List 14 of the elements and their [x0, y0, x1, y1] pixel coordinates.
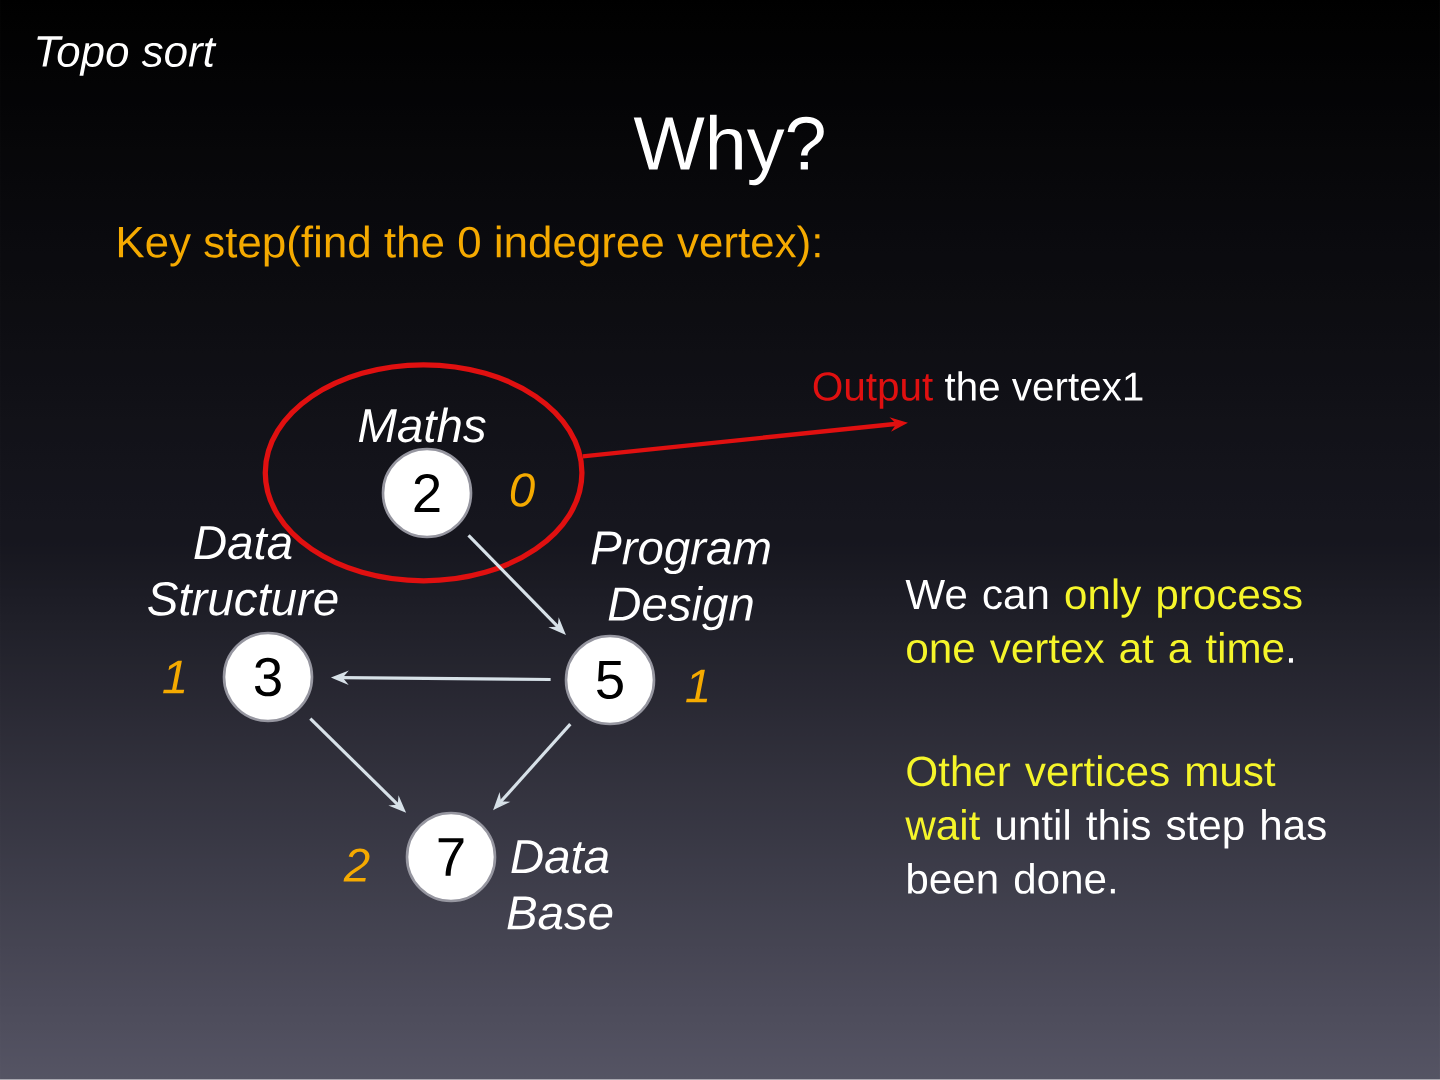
indegree-number: 0	[510, 473, 535, 507]
vertex-label: Data Base	[507, 840, 613, 930]
indegree-number: 1	[163, 660, 185, 694]
output-text: Output the vertex1	[813, 371, 1143, 409]
topic-label: Topo sort	[37, 36, 217, 76]
vertex-label: Data Structure	[148, 526, 338, 616]
note-text: Other vertices must wait until this step has been done.	[905, 755, 1326, 894]
indegree-number: 2	[343, 848, 370, 882]
vertex-label: Maths	[358, 407, 486, 443]
vertex-label: Program Design	[591, 531, 770, 631]
slide-title: Why?	[633, 114, 824, 186]
heading-text: Key step(find the 0 indegree vertex):	[118, 225, 820, 267]
indegree-number: 1	[686, 669, 708, 703]
note-text: We can only process one vertex at a time.	[905, 578, 1302, 664]
